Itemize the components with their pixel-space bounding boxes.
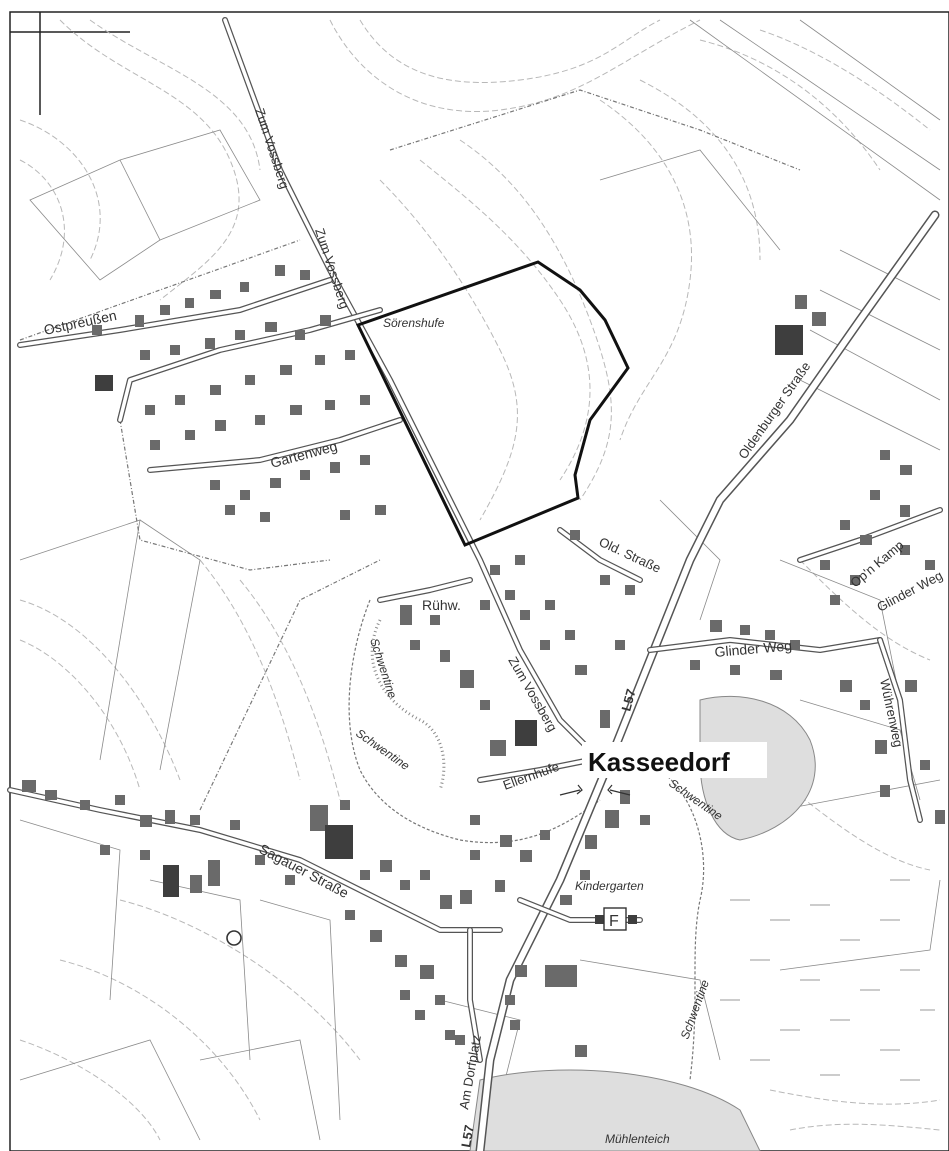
label-kindergarten: Kindergarten — [575, 879, 644, 893]
arrow-west — [559, 784, 583, 796]
boundary-line-northeast — [389, 89, 801, 171]
stream-schwentine-west — [348, 599, 601, 844]
fire-station-label: F — [609, 913, 619, 930]
muehlenteich-pond — [469, 1069, 761, 1151]
road-network — [7, 17, 943, 1151]
label-muehlenteich: Mühlenteich — [605, 1132, 670, 1146]
circle-marker — [226, 930, 242, 946]
grid-cross — [10, 12, 130, 115]
contour-lines — [19, 19, 941, 1141]
place-label-background — [582, 742, 767, 778]
area-label-soerenshufe: Sörenshufe — [383, 316, 445, 330]
embankment — [370, 619, 446, 791]
place-label-kasseedorf: Kasseedorf — [588, 747, 730, 777]
street-label-glinder-weg: Glinder Weg — [714, 637, 793, 660]
street-label-ruhw: Rühw. — [422, 597, 461, 613]
buildings — [22, 265, 945, 1057]
arrow-east — [607, 784, 631, 796]
road-label-l57-center: L57 — [618, 687, 638, 713]
marsh-area — [720, 879, 935, 1081]
planning-area-boundary — [355, 260, 630, 547]
map-frame — [9, 11, 949, 1151]
road-label-l57-south: L57 — [458, 1124, 477, 1149]
boundary-line-west — [119, 419, 331, 571]
fire-station-box — [603, 907, 627, 931]
parcel-lines — [19, 19, 941, 1141]
stream-schwentine-east — [659, 769, 705, 1081]
